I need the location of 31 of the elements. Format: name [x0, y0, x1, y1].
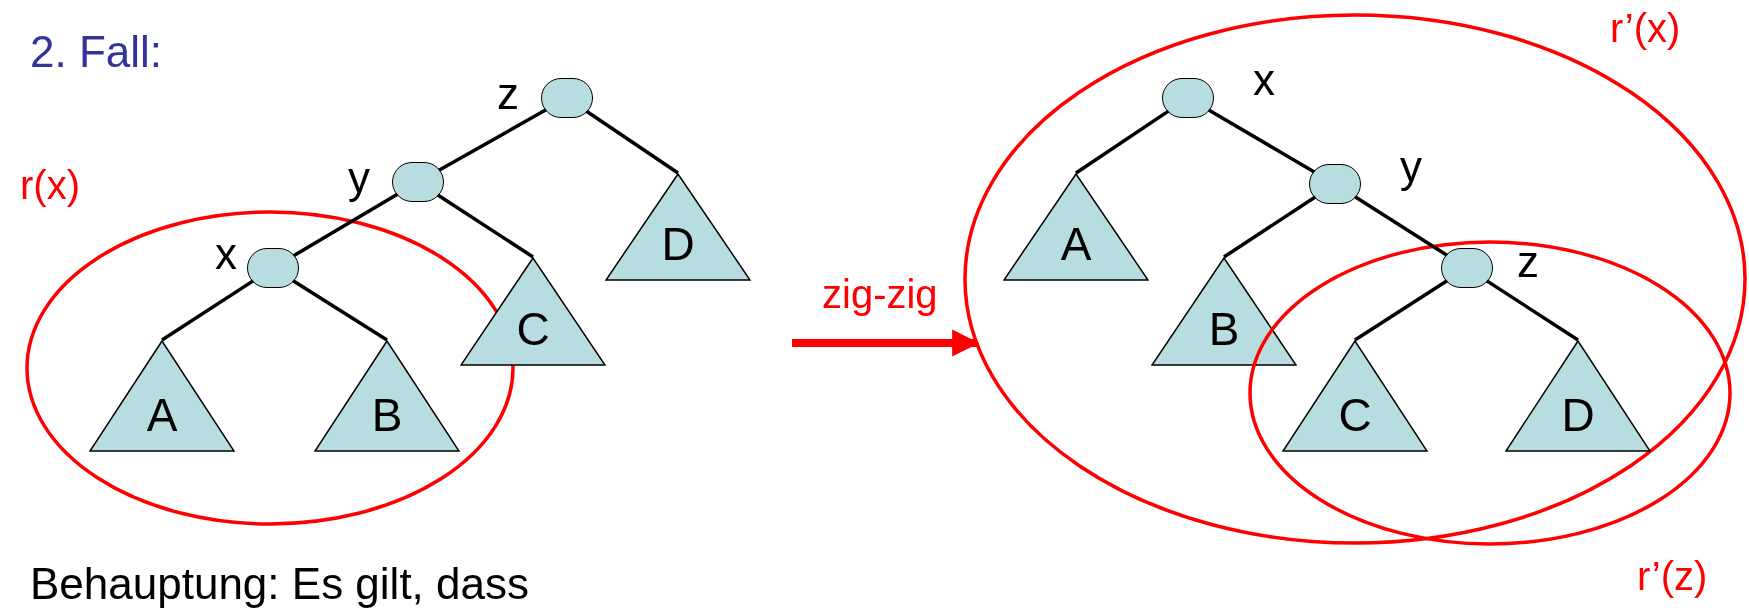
subtree-label: D	[660, 221, 696, 267]
node-label: x	[1252, 58, 1276, 102]
node-label: z	[496, 72, 520, 116]
tree-edge	[1075, 109, 1170, 175]
tree-edge	[1354, 279, 1448, 342]
subtree-label: C	[515, 306, 551, 352]
subtree-label: C	[1337, 392, 1373, 438]
subtree-label: A	[1059, 221, 1093, 267]
tree-edge	[161, 279, 255, 342]
tree-edge	[1485, 279, 1579, 342]
tree-edge	[292, 279, 388, 342]
node-label: x	[214, 232, 238, 276]
subtree-label: B	[370, 392, 404, 438]
subtree-label: B	[1207, 306, 1241, 352]
tree-edge	[1207, 108, 1316, 174]
tree-edge	[1223, 195, 1317, 259]
title: 2. Fall:	[30, 30, 163, 74]
tree-edge	[585, 109, 679, 175]
tree-edge	[436, 193, 534, 259]
region-label: r(x)	[20, 165, 80, 205]
subtree-label: D	[1560, 392, 1596, 438]
tree-edge	[438, 108, 547, 172]
tree-edge	[1354, 195, 1448, 257]
node-label: z	[1516, 240, 1540, 284]
subtree-label: A	[145, 392, 179, 438]
statement-text: Behauptung: Es gilt, dass	[30, 558, 529, 610]
node-label: y	[1399, 145, 1423, 189]
node-label: y	[347, 156, 371, 200]
region-label: r’(x)	[1610, 8, 1681, 48]
region-label: r’(z)	[1637, 556, 1708, 596]
tree-edge	[292, 192, 399, 258]
